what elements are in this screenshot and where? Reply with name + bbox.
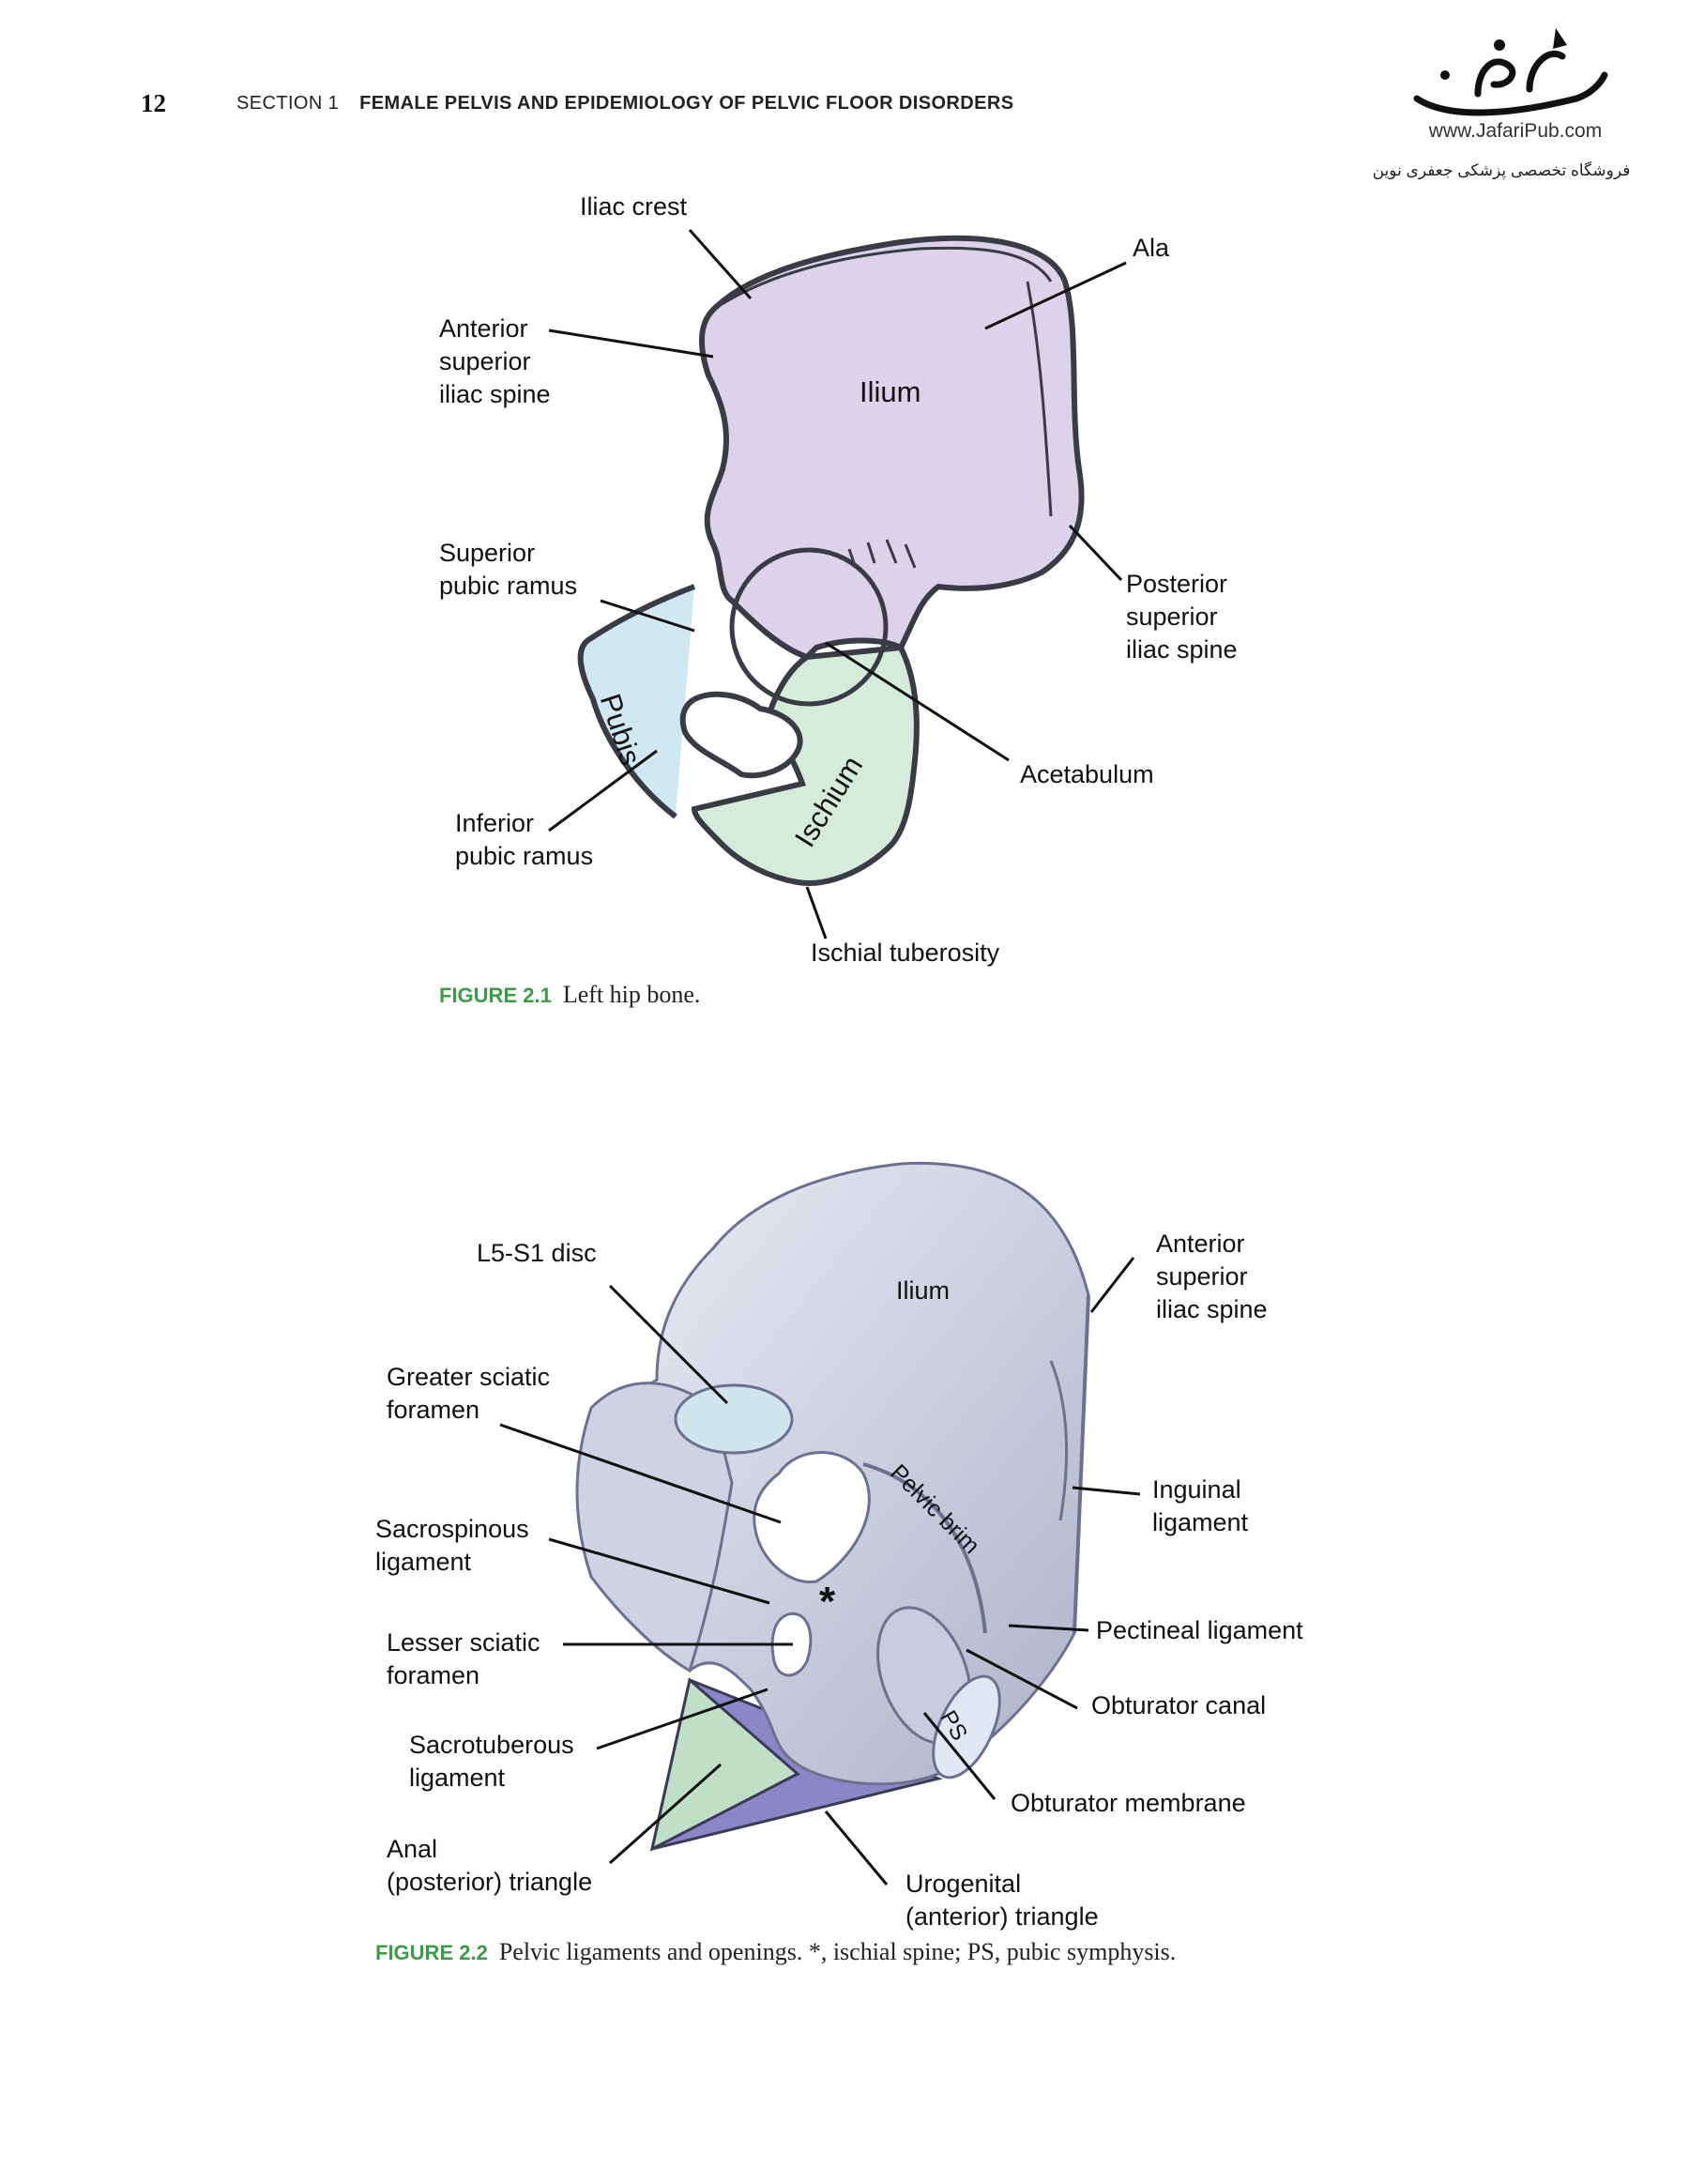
running-head: SECTION 1 FEMALE PELVIS AND EPIDEMIOLOGY…: [236, 93, 1013, 115]
page-number: 12: [141, 89, 166, 117]
figure-2-2-number: FIGURE 2.2: [375, 1941, 488, 1964]
figure-2-1-caption: FIGURE 2.1 Left hip bone.: [439, 981, 700, 1009]
publisher-logo: [1413, 28, 1608, 116]
label-inferior-pubic-ramus: Inferior pubic ramus: [455, 809, 594, 870]
figure-hip-bone: [548, 229, 1127, 939]
greater-sciatic-foramen: [753, 1451, 871, 1584]
label-ilium: Ilium: [860, 375, 921, 408]
figure-2-2-caption: FIGURE 2.2 Pelvic ligaments and openings.…: [375, 1938, 1176, 1966]
label-sacrospinous-ligament: Sacrospinous ligament: [375, 1515, 529, 1576]
label-superior-pubic-ramus: Superior pubic ramus: [439, 539, 578, 600]
label-inguinal-ligament: Inguinal ligament: [1152, 1475, 1249, 1536]
label-l5-s1-disc: L5-S1 disc: [477, 1239, 597, 1267]
publisher-tagline: فروشگاه تخصصی پزشکی جعفری نوین: [1372, 161, 1631, 179]
figure-2-1-text: Left hip bone.: [562, 981, 701, 1008]
label-ala: Ala: [1133, 234, 1170, 262]
section-label: SECTION 1: [236, 93, 340, 114]
label-anterior-superior-iliac-spine: Anterior superior iliac spine: [439, 314, 551, 408]
obturator-foramen: [679, 691, 803, 779]
label-sacrotuberous-ligament: Sacrotuberous ligament: [409, 1731, 574, 1792]
pubic-symphysis: [932, 1674, 1001, 1779]
figure-2-1-number: FIGURE 2.1: [439, 984, 552, 1007]
label-urogenital-triangle: Urogenital (anterior) triangle: [905, 1870, 1099, 1931]
sacrum: [575, 1382, 734, 1673]
label-obturator-canal: Obturator canal: [1091, 1691, 1267, 1719]
anal-triangle: [649, 1677, 800, 1852]
label-posterior-superior-iliac-spine: Posterior superior iliac spine: [1126, 570, 1238, 664]
publisher-url: www.JafariPub.com: [1428, 120, 1603, 142]
label-pectineal-ligament: Pectineal ligament: [1096, 1616, 1303, 1644]
section-title: FEMALE PELVIS AND EPIDEMIOLOGY OF PELVIC…: [359, 93, 1014, 114]
figure-2-2-text: Pelvic ligaments and openings. *, ischia…: [498, 1938, 1177, 1965]
label-anal-triangle: Anal (posterior) triangle: [387, 1835, 593, 1896]
label-ilium-fig2: Ilium: [896, 1276, 951, 1305]
label-lesser-sciatic-foramen: Lesser sciatic foramen: [387, 1628, 540, 1689]
acetabulum-rim: [729, 547, 889, 707]
label-iliac-crest: Iliac crest: [580, 192, 688, 221]
label-anterior-superior-iliac-spine-fig2: Anterior superior iliac spine: [1156, 1229, 1268, 1323]
label-obturator-membrane: Obturator membrane: [1011, 1789, 1246, 1817]
label-greater-sciatic-foramen: Greater sciatic foramen: [387, 1363, 551, 1424]
label-ischial-spine-star: *: [819, 1579, 836, 1625]
l5-s1-disc: [674, 1383, 794, 1455]
figure-pelvic-ligaments: [499, 1161, 1141, 1886]
label-ischial-tuberosity: Ischial tuberosity: [811, 939, 1000, 967]
label-acetabulum: Acetabulum: [1020, 760, 1154, 788]
